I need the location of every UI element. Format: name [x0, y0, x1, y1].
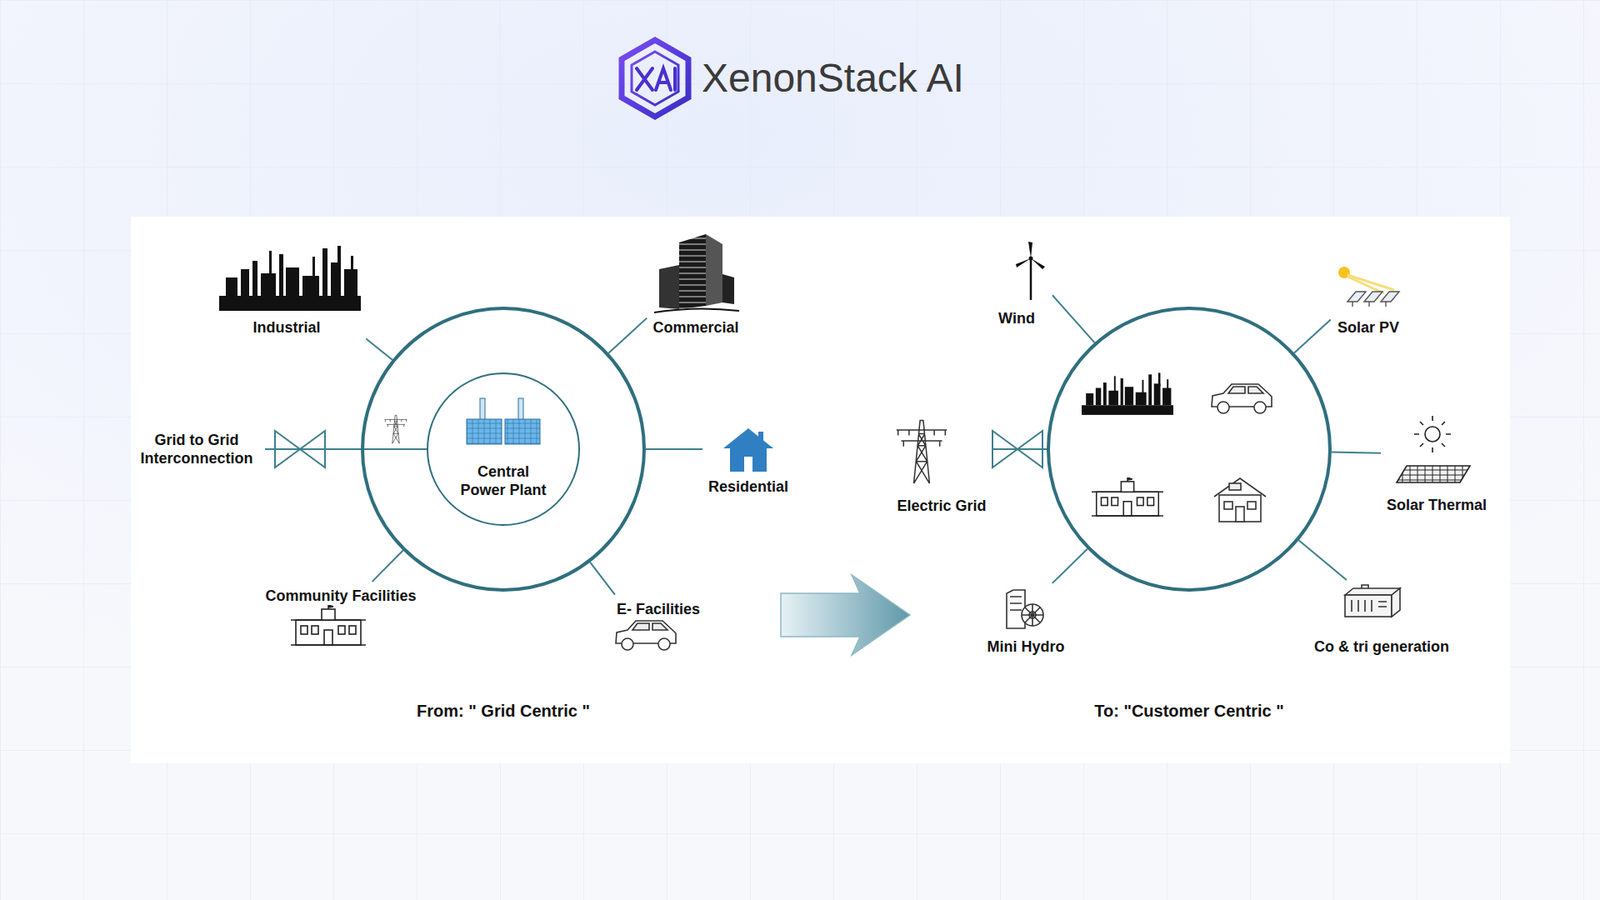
spoke-line — [1298, 540, 1346, 580]
spoke-line — [265, 448, 427, 450]
plant-circle: Central Power Plant — [426, 372, 580, 526]
brand-title: XenonStack AI — [701, 58, 965, 99]
icon-node: Co & tri generation — [1310, 581, 1453, 660]
industrial-icon — [219, 245, 361, 311]
node-label: Solar Thermal — [1386, 495, 1487, 515]
electric-grid-tower-icon — [896, 420, 947, 485]
icon-node: E- Facilities — [609, 596, 704, 658]
transition-arrow — [780, 575, 910, 655]
icon-node: Electric Grid — [885, 410, 990, 520]
spoke-line — [645, 448, 703, 450]
icon-node: Commercial — [649, 230, 744, 341]
node-label: Solar PV — [1337, 318, 1400, 337]
spoke-line — [372, 550, 404, 581]
customer-car-icon — [1211, 384, 1272, 414]
solar-pv-icon — [1338, 266, 1400, 307]
icon-node: Grid to Grid Interconnection — [130, 427, 263, 471]
diagram-panel — [130, 216, 1510, 764]
wind-icon — [1015, 241, 1045, 300]
spoke-line — [608, 318, 647, 354]
icon-node: Industrial — [215, 240, 365, 340]
node-label: Community Facilities — [265, 586, 416, 605]
node-label: Co & tri generation — [1314, 637, 1450, 656]
mini-hydro-icon — [1006, 590, 1044, 629]
diagram-caption: From: " Grid Centric " — [416, 700, 590, 721]
spoke-line — [1294, 319, 1331, 353]
hub-circle: To: "Customer Centric " — [1045, 305, 1334, 725]
logo-mark — [621, 40, 689, 117]
spoke-line — [1331, 452, 1381, 454]
customer-house-icon — [1214, 478, 1266, 522]
spoke-line — [1052, 549, 1088, 584]
hub-ring-outline — [362, 308, 645, 590]
spoke-line — [992, 448, 1047, 450]
node-label: Grid to Grid Interconnection — [134, 430, 260, 468]
title-holder: XenonStack AI — [701, 58, 965, 99]
icon-node: Wind — [995, 238, 1051, 331]
customer-community-icon — [1091, 477, 1164, 516]
node-label: Central Power Plant — [456, 462, 550, 500]
icon-node: Solar Thermal — [1383, 421, 1490, 518]
diagram-caption: To: "Customer Centric " — [1094, 700, 1285, 721]
hub-ring — [359, 305, 648, 594]
node-label: Electric Grid — [896, 496, 986, 515]
commercial-icon — [654, 234, 740, 313]
customer-industry-icon — [1081, 372, 1174, 415]
residential-icon — [723, 428, 774, 472]
hub-circle: Central Power PlantFrom: " Grid Centric … — [359, 305, 648, 725]
solar-thermal-icon — [1396, 415, 1470, 483]
cogeneration-icon — [1345, 585, 1400, 617]
community-icon — [290, 605, 366, 645]
node-label: Commercial — [652, 318, 739, 337]
icon-node: Mini Hydro — [984, 585, 1069, 660]
spoke-line — [365, 338, 392, 360]
interconnect-tower-icon — [384, 415, 407, 444]
node-label: Residential — [708, 477, 789, 496]
node-label: Mini Hydro — [987, 637, 1065, 656]
hub-ring-outline — [1048, 308, 1330, 590]
power-plant-icon — [466, 398, 540, 445]
spoke-line — [1052, 295, 1095, 343]
node-label: Wind — [998, 309, 1035, 328]
icon-node: Community Facilities — [261, 583, 420, 650]
hub-ring — [1045, 305, 1334, 594]
spoke-line — [590, 562, 615, 595]
node-label: E- Facilities — [616, 600, 700, 619]
e-facility-car-icon — [615, 620, 676, 650]
icon-node: Solar PV — [1332, 261, 1403, 340]
node-label: Industrial — [252, 318, 320, 337]
icon-node: Residential — [705, 423, 792, 500]
